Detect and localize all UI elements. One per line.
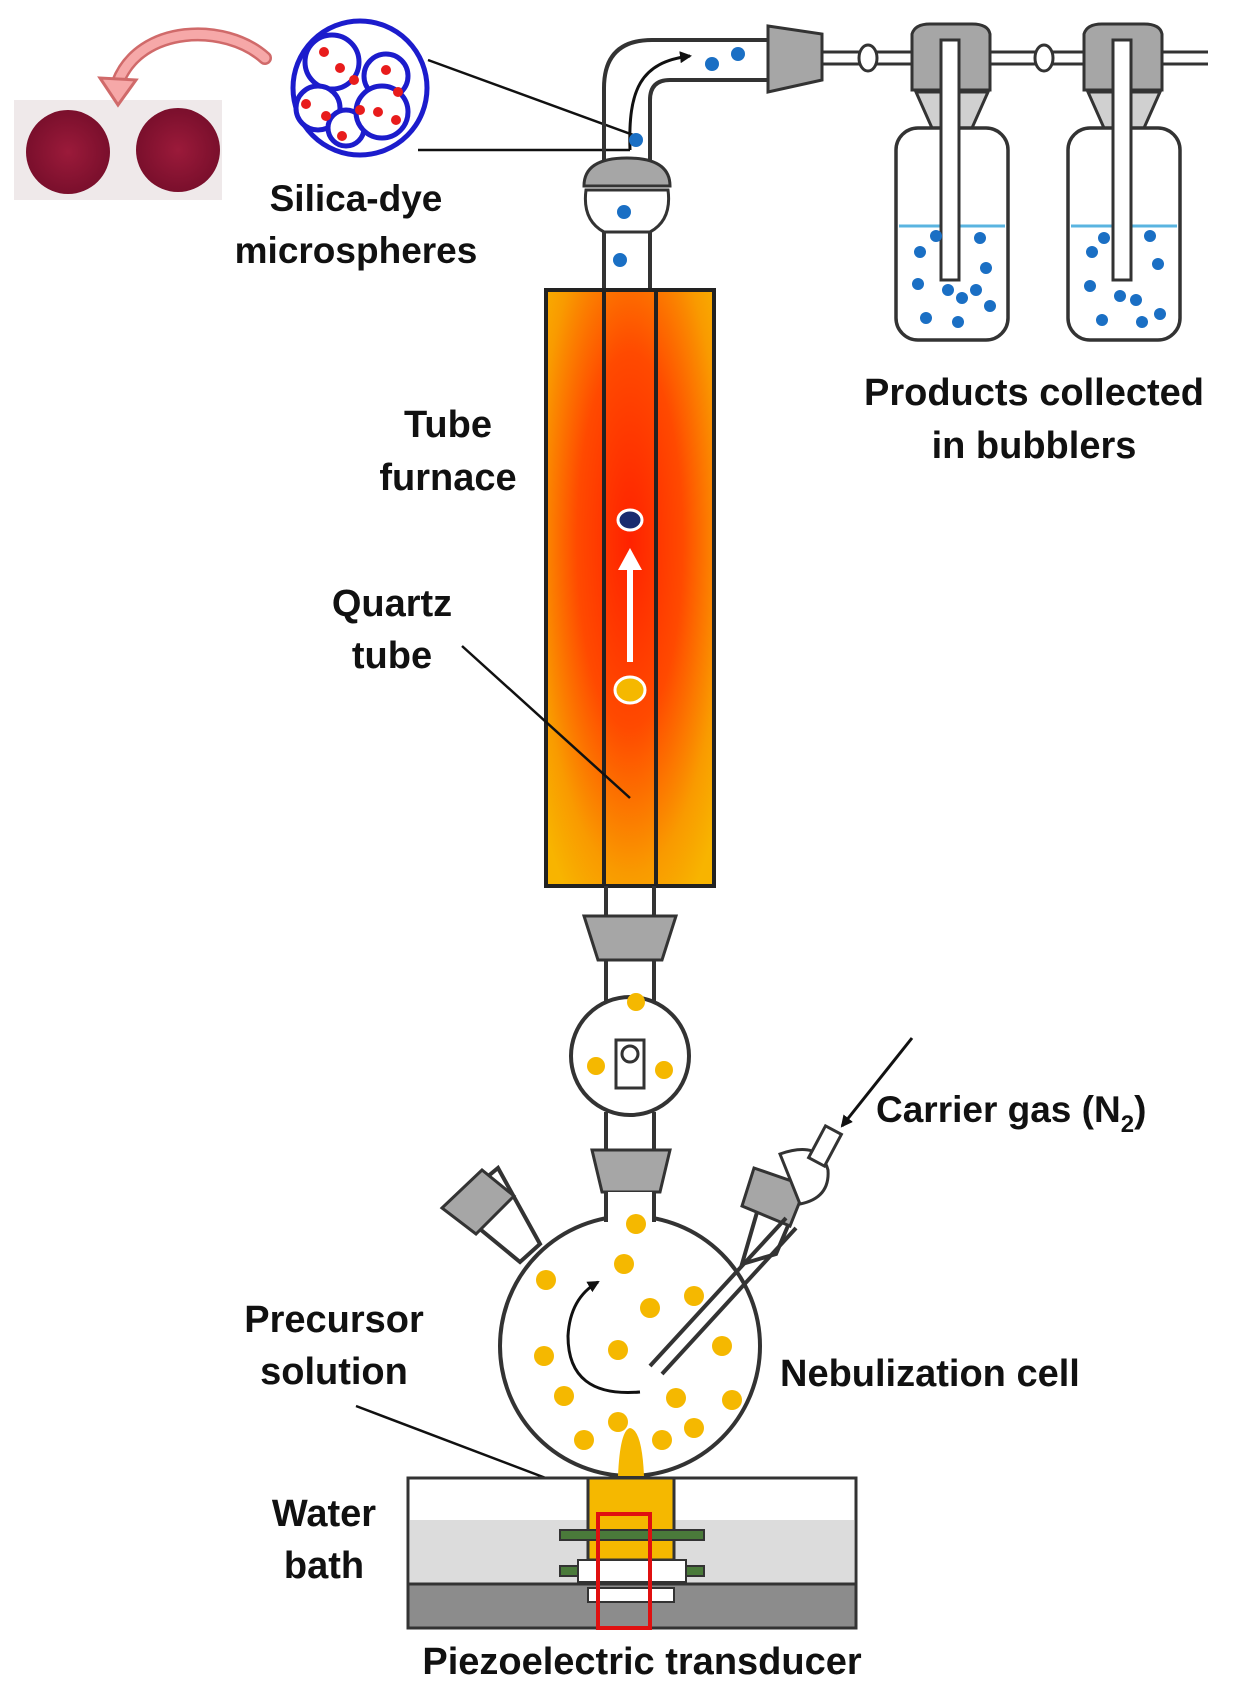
upper-joint (582, 156, 672, 290)
quartz-tube-label-line1: Quartz (332, 583, 452, 625)
products-label-line2: in bubblers (932, 425, 1137, 467)
precursor-droplet-in-furnace (613, 675, 647, 705)
silica-dye-microsphere-cluster (290, 18, 430, 158)
water-bath (406, 1476, 858, 1630)
gas-inlet-arrow-icon (840, 1037, 914, 1128)
precursor-label-line1: Precursor (244, 1299, 424, 1341)
bubbler-1 (894, 22, 1010, 342)
nebulization-cell-label: Nebulization cell (780, 1353, 1080, 1395)
nebulization-cell (439, 1123, 844, 1478)
products-label-line1: Products collected (864, 372, 1204, 414)
tube-furnace-label-line2: furnace (379, 457, 516, 499)
dye-sample-disc-left (26, 110, 110, 194)
carrier-gas-label: Carrier gas (N2) (876, 1089, 1146, 1138)
water-bath-label-line1: Water (272, 1493, 376, 1535)
silica-dye-label-line1: Silica-dye (270, 178, 443, 219)
piezoelectric-transducer-label: Piezoelectric transducer (422, 1641, 862, 1683)
microsphere-leader-line-top (427, 58, 637, 138)
elbow-connector (766, 24, 824, 94)
dye-dots (301, 47, 403, 141)
quartz-tube-label-line2: tube (352, 635, 432, 677)
dye-sample-photo (14, 100, 222, 200)
swirl-arrow-icon (566, 1280, 641, 1395)
piezoelectric-transducer-highlight (596, 1512, 652, 1630)
water-bath-label-line2: bath (284, 1545, 364, 1587)
left-neck-stopper (439, 1168, 517, 1236)
curved-arrow-icon (97, 27, 272, 108)
flow-arrow-icon (628, 51, 692, 151)
outlet-elbow-tube (602, 38, 770, 168)
quartz-tube-leader-line (461, 645, 631, 799)
dye-sample-disc-right (136, 108, 220, 192)
rising-particle-arrow-icon (618, 548, 642, 662)
tube-furnace-label-line1: Tube (404, 404, 492, 446)
silica-dye-label-line2: microspheres (235, 230, 478, 271)
bubbler-2 (1066, 22, 1182, 342)
silica-product-particle (616, 508, 644, 532)
product-droplets-elbow (629, 47, 745, 147)
precursor-label-line2: solution (260, 1351, 408, 1393)
lower-adapter-assembly (569, 886, 691, 1194)
